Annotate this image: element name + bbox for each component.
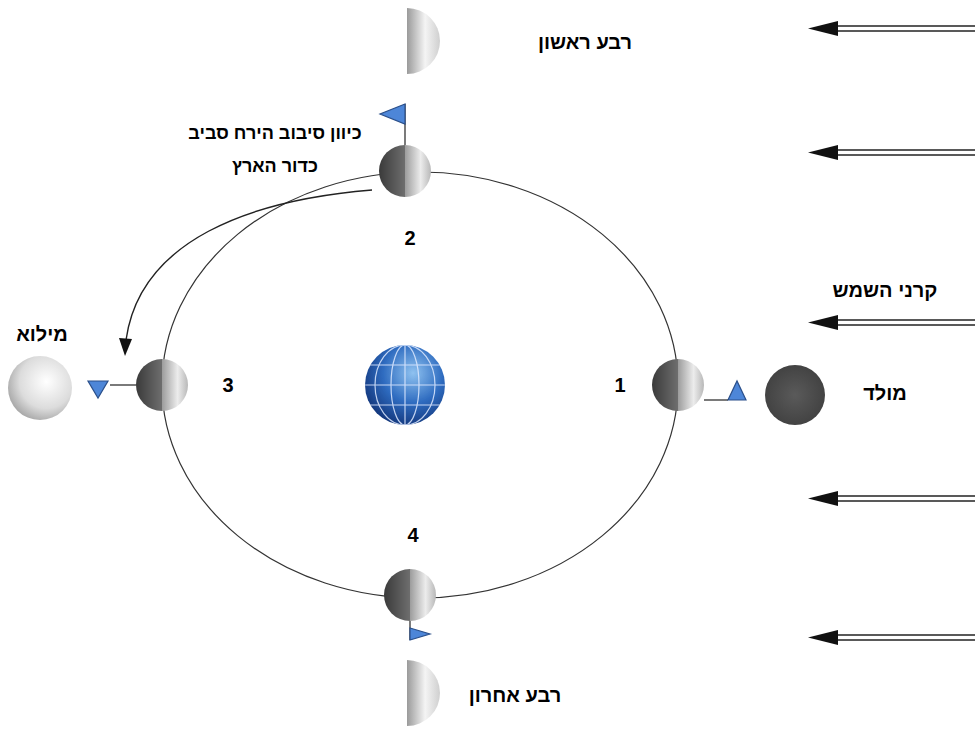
orbit xyxy=(162,172,678,598)
phase-name: מולד xyxy=(863,381,907,405)
phase-name: רבע אחרון xyxy=(469,683,562,707)
moon-appearances xyxy=(8,8,825,726)
earth-globe xyxy=(365,345,445,425)
phase-name: רבע ראשון xyxy=(538,30,632,54)
rotation-arrow xyxy=(119,190,372,356)
rotation-note: כיוון סיבוב הירח סביב כדור הארץ xyxy=(175,117,375,183)
callout-number: 2 xyxy=(404,226,415,250)
phase-name: מילוא xyxy=(16,322,68,346)
sun-ray-arrows xyxy=(808,21,975,645)
callout-number: 1 xyxy=(614,373,625,397)
moon-flags xyxy=(88,104,746,640)
orbit-moons xyxy=(136,145,704,621)
sun-rays-label: קרני השמש xyxy=(833,278,938,302)
callout-number: 4 xyxy=(407,523,418,547)
callout-number: 3 xyxy=(222,373,233,397)
